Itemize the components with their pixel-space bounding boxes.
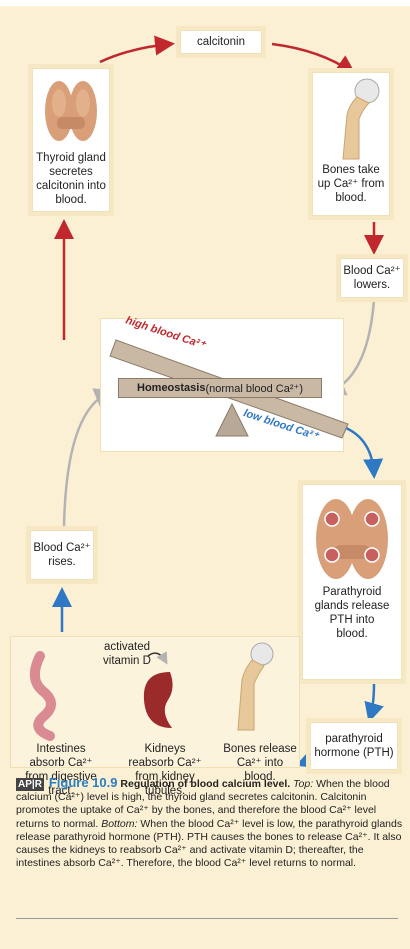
caption-top-label: Top: [293, 778, 313, 790]
caption-rule [16, 918, 398, 919]
figure-caption: AP|R Figure 10.9 Regulation of blood cal… [16, 776, 404, 870]
vitamin-d-arrow [148, 653, 166, 662]
kidney-icon [144, 672, 173, 728]
bone-shaft-icon [238, 660, 264, 730]
caption-bottom-label: Bottom: [101, 818, 137, 830]
intestine-icon [35, 656, 51, 736]
apr-badge: AP|R [16, 778, 44, 791]
figure-title: Regulation of blood calcium level. [120, 778, 290, 790]
figure-number: Figure 10.9 [49, 775, 118, 790]
